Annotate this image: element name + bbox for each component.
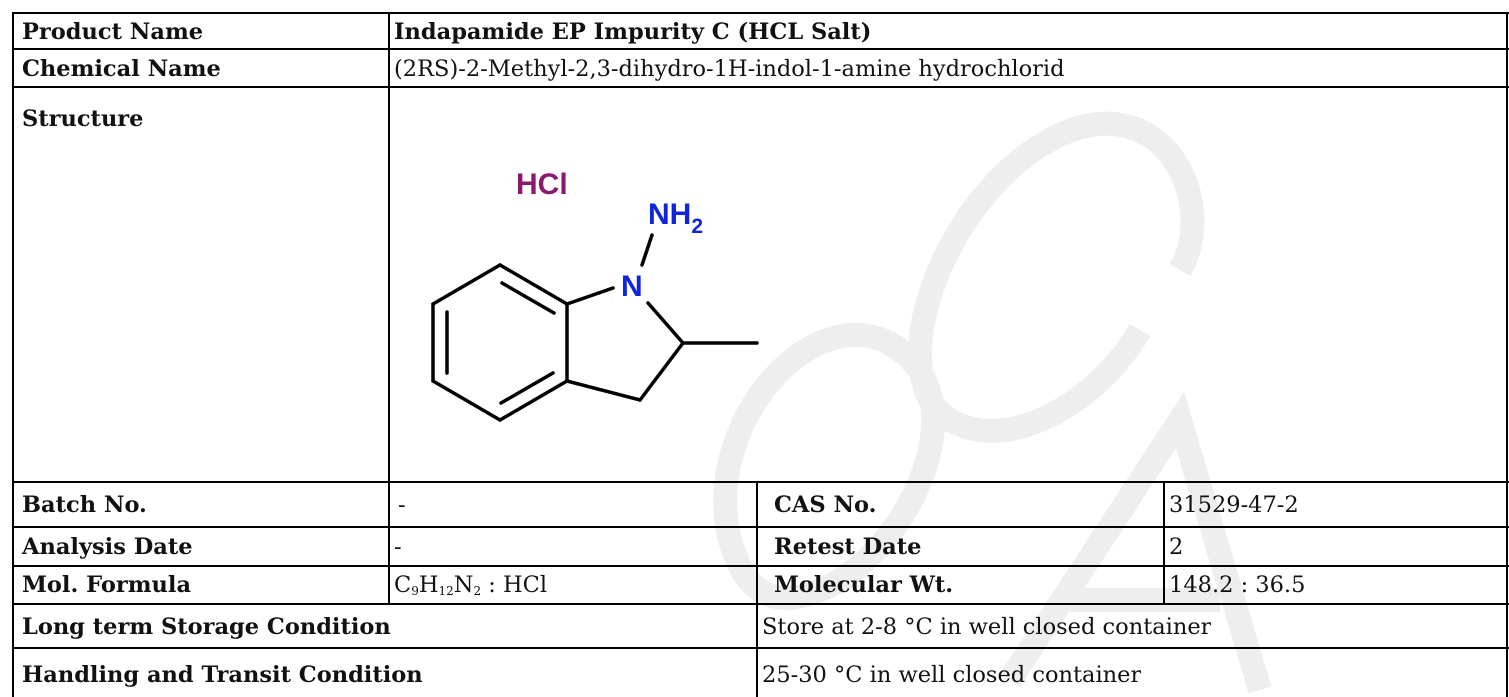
storage-value: Store at 2-8 °C in well closed container [762,616,1212,639]
product-name-label: Product Name [22,21,204,44]
n-label: N [621,270,643,303]
transit-value: 25-30 °C in well closed container [762,664,1142,687]
chemical-structure: HCl NH2 N [431,168,759,422]
storage-label: Long term Storage Condition [22,616,391,639]
table-border-left [12,12,14,697]
analysis-date-value: - [394,536,402,559]
batch-value: - [398,494,406,517]
transit-label: Handling and Transit Condition [22,664,423,687]
chemical-name-value: (2RS)-2-Methyl-2,3-dihydro-1H-indol-1-am… [394,58,1065,81]
retest-date-label: Retest Date [774,536,922,559]
structure-label: Structure [22,108,144,131]
formula-label: Mol. Formula [22,574,192,597]
batch-label: Batch No. [22,494,147,517]
formula-value: C9H12N2 : HCl [394,574,548,597]
mw-value: 148.2 : 36.5 [1169,574,1306,597]
chemical-name-label: Chemical Name [22,58,221,81]
cas-value: 31529-47-2 [1169,494,1299,517]
hcl-label: HCl [516,168,568,201]
table-border-right [1506,12,1508,697]
product-name-value: Indapamide EP Impurity C (HCL Salt) [394,21,872,44]
cas-label: CAS No. [774,494,877,517]
nh2-label: NH2 [648,198,703,238]
table-border-top [12,12,1509,14]
retest-date-value: 2 [1169,536,1184,559]
analysis-date-label: Analysis Date [22,536,193,559]
mw-label: Molecular Wt. [774,574,954,597]
